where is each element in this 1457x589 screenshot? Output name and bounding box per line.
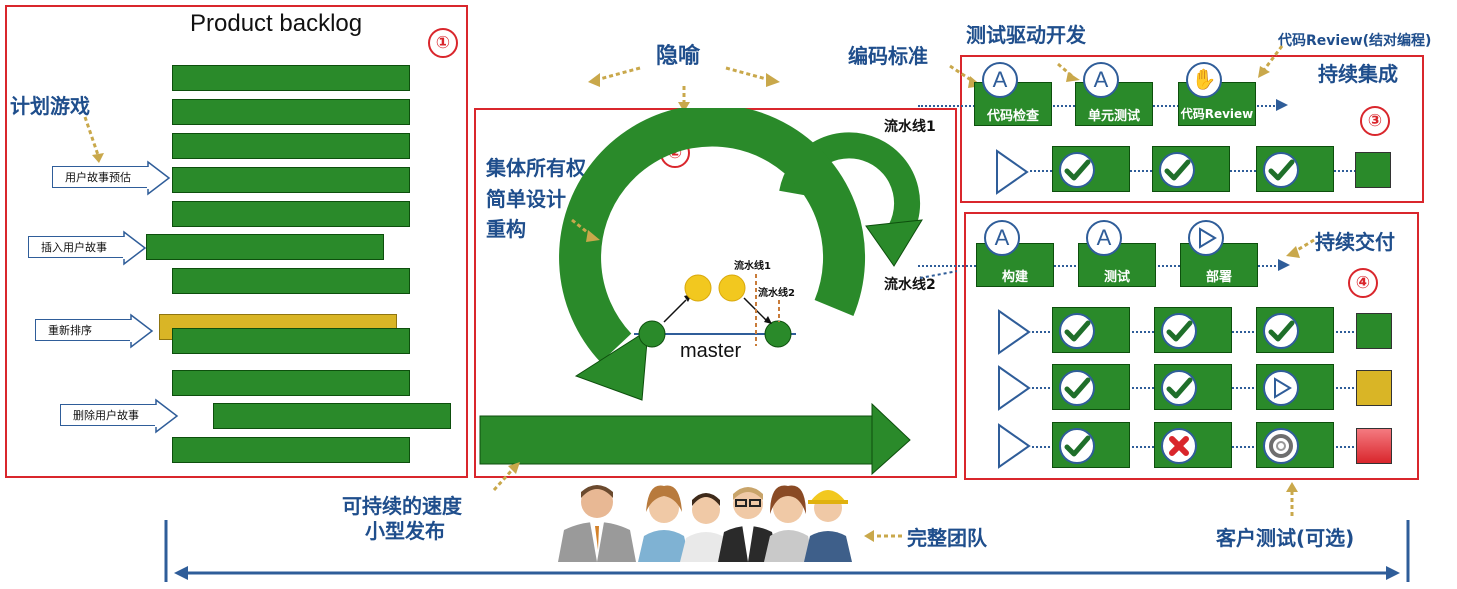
ci-result-green (1355, 152, 1391, 188)
panel-number-1: ① (428, 28, 458, 58)
backlog-item[interactable] (172, 65, 410, 91)
team-people-illustration (558, 485, 852, 562)
cd-result-red (1356, 428, 1392, 464)
practice-simple-design: 简单设计 (486, 187, 566, 211)
check-icon (1059, 313, 1095, 349)
timeline-arrow (164, 520, 1410, 582)
panel-number-3: ③ (1360, 106, 1390, 136)
practice-refactoring: 重构 (486, 217, 526, 241)
check-icon (1263, 313, 1299, 349)
cd-status-cell (1154, 364, 1232, 410)
automated-icon: A (1086, 220, 1122, 256)
automated-icon: A (984, 220, 1020, 256)
check-icon (1263, 152, 1299, 188)
metaphor-arrows (588, 66, 780, 112)
iteration-cycle-diagram (479, 108, 957, 476)
backlog-item[interactable] (172, 201, 410, 227)
cd-status-cell (1256, 422, 1334, 468)
cd-result-green (1356, 313, 1392, 349)
ci-guide-arrows (949, 45, 1284, 88)
cd-status-cell (1052, 364, 1130, 410)
play-icon (1188, 220, 1224, 256)
ci-status-cell (1152, 146, 1230, 192)
cd-panel (964, 212, 1419, 480)
cd-title: 持续交付 (1315, 230, 1395, 254)
pipeline2-label: 流水线2 (884, 277, 936, 293)
ci-status-cell (1052, 146, 1130, 192)
delete-story-arrow: 删除用户故事 (60, 398, 179, 434)
cd-result-yellow (1356, 370, 1392, 406)
small-release-label: 小型发布 (365, 519, 445, 543)
ci-flow-arrowhead (1276, 99, 1288, 111)
backlog-item[interactable] (172, 328, 410, 354)
reorder-arrow: 重新排序 (35, 313, 154, 349)
check-icon (1059, 370, 1095, 406)
backlog-title: Product backlog (190, 10, 363, 37)
pipeline1-label: 流水线1 (884, 119, 936, 135)
check-icon (1159, 152, 1195, 188)
backlog-item[interactable] (172, 167, 410, 193)
sustainable-pointer (492, 462, 520, 492)
check-icon (1161, 313, 1197, 349)
sustainable-pace-label: 可持续的速度 (342, 494, 462, 518)
metaphor-label: 隐喻 (656, 44, 701, 69)
backlog-item[interactable] (172, 133, 410, 159)
automated-icon: A (1083, 62, 1119, 98)
estimate-story-arrow: 用户故事预估 (52, 160, 171, 196)
branch-pipeline2-label: 流水线2 (758, 288, 795, 299)
master-label: master (680, 340, 742, 362)
play-icon (1263, 370, 1299, 406)
ci-status-cell (1256, 146, 1334, 192)
cross-icon (1161, 428, 1197, 464)
cd-status-cell (1052, 307, 1130, 353)
insert-story-arrow: 插入用户故事 (28, 230, 147, 266)
customer-test-label: 客户测试(可选) (1216, 526, 1355, 550)
practice-collective-ownership: 集体所有权 (486, 156, 586, 180)
panel-number-4: ④ (1348, 268, 1378, 298)
automated-icon: A (982, 62, 1018, 98)
cd-status-cell (1154, 307, 1232, 353)
cd-flow-arrowhead (1278, 259, 1290, 271)
customer-test-pointer (1286, 482, 1298, 516)
plan-game-arrow (83, 116, 104, 163)
backlog-item[interactable] (172, 268, 410, 294)
manual-hand-icon: ✋ (1186, 62, 1222, 98)
cd-guide-arrow (1286, 238, 1315, 258)
backlog-item[interactable] (146, 234, 384, 260)
ci-title: 持续集成 (1318, 62, 1398, 86)
branch-pipeline1-label: 流水线1 (734, 261, 771, 272)
cd-run-play-icon (998, 423, 1031, 469)
whole-team-label: 完整团队 (907, 526, 987, 550)
ci-panel (960, 55, 1424, 203)
cd-run-play-icon (998, 365, 1031, 411)
backlog-item[interactable] (172, 370, 410, 396)
stop-ring-icon (1263, 428, 1299, 464)
cd-status-cell (1256, 307, 1334, 353)
check-icon (1059, 428, 1095, 464)
backlog-item[interactable] (213, 403, 451, 429)
review-label: 代码Review(结对编程) (1278, 33, 1432, 49)
cd-status-cell (1154, 422, 1232, 468)
team-pointer (864, 530, 902, 542)
cd-status-cell (1256, 364, 1334, 410)
coding-standard-label: 编码标准 (848, 44, 928, 68)
tdd-label: 测试驱动开发 (966, 23, 1086, 47)
backlog-panel (5, 5, 468, 478)
cd-run-play-icon (998, 309, 1031, 355)
check-icon (1059, 152, 1095, 188)
backlog-item[interactable] (172, 99, 410, 125)
ci-run-play-icon (996, 149, 1029, 195)
plan-game-label: 计划游戏 (10, 94, 90, 118)
cd-status-cell (1052, 422, 1130, 468)
backlog-item[interactable] (172, 437, 410, 463)
check-icon (1161, 370, 1197, 406)
